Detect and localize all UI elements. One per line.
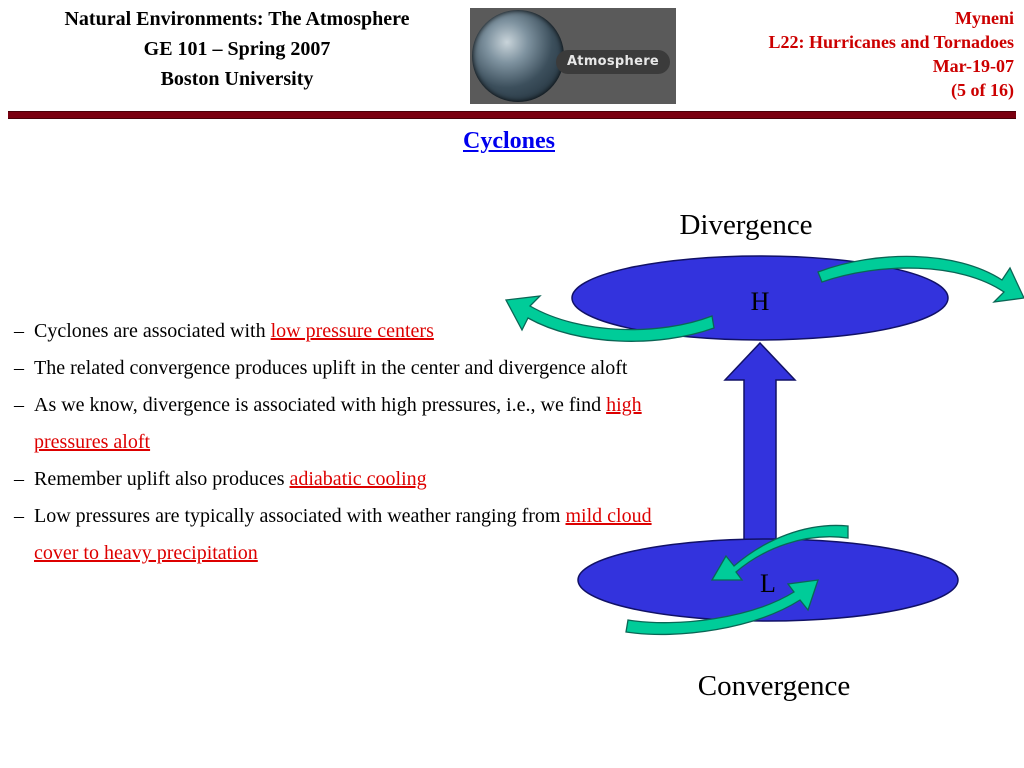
atmosphere-logo: Atmosphere	[470, 8, 676, 104]
bullet-link[interactable]: mild cloud cover to heavy precipitation	[34, 505, 652, 564]
bullet-item: – As we know, divergence is associated w…	[14, 387, 654, 461]
high-pressure-label: H	[751, 287, 770, 316]
bullet-item: – Remember uplift also produces adiabati…	[14, 461, 654, 498]
course-university: Boston University	[160, 68, 314, 90]
dash-marker: –	[14, 394, 24, 416]
convergence-arrow-top	[710, 524, 849, 581]
bullet-item: – Cyclones are associated with low press…	[14, 313, 654, 350]
lecture-header: Myneni L22: Hurricanes and Tornadoes Mar…	[674, 6, 1014, 102]
low-pressure-ellipse	[577, 538, 959, 622]
header-divider	[8, 111, 1016, 119]
bullet-list: – Cyclones are associated with low press…	[14, 313, 654, 572]
bullet-text: Remember uplift also produces	[34, 468, 290, 490]
dash-marker: –	[14, 468, 24, 490]
course-title: Natural Environments: The Atmosphere	[64, 8, 410, 30]
lecture-date: Mar-19-07	[932, 56, 1014, 76]
bullet-text: As we know, divergence is associated wit…	[34, 394, 607, 416]
high-pressure-ellipse	[571, 255, 949, 341]
divergence-label: Divergence	[679, 209, 812, 241]
course-header: Natural Environments: The Atmosphere GE …	[2, 4, 472, 94]
lecture-title: L22: Hurricanes and Tornadoes	[768, 32, 1014, 52]
bullet-text: The related convergence produces uplift …	[34, 357, 628, 379]
slide-title[interactable]: Cyclones	[463, 128, 555, 154]
convergence-arrow-bottom	[625, 579, 819, 636]
slide-counter: (5 of 16)	[951, 80, 1014, 100]
dash-marker: –	[14, 320, 24, 342]
bullet-link[interactable]: adiabatic cooling	[289, 468, 427, 490]
globe-icon	[472, 10, 564, 102]
bullet-link[interactable]: low pressure centers	[270, 320, 434, 342]
logo-label: Atmosphere	[556, 50, 670, 74]
divergence-arrow-right	[817, 255, 1024, 303]
bullet-link[interactable]: high pressures aloft	[34, 394, 642, 453]
bullet-text: Cyclones are associated with	[34, 320, 271, 342]
convergence-label: Convergence	[698, 670, 850, 702]
bullet-text: Low pressures are typically associated w…	[34, 505, 566, 527]
dash-marker: –	[14, 505, 24, 527]
dash-marker: –	[14, 357, 24, 379]
course-term: GE 101 – Spring 2007	[143, 38, 331, 60]
bullet-item: – The related convergence produces uplif…	[14, 350, 654, 387]
divergence-arrow-left	[504, 295, 715, 342]
low-pressure-label: L	[760, 569, 776, 598]
uplift-arrow	[723, 341, 797, 549]
instructor-name: Myneni	[954, 8, 1014, 28]
bullet-item: – Low pressures are typically associated…	[14, 498, 654, 572]
